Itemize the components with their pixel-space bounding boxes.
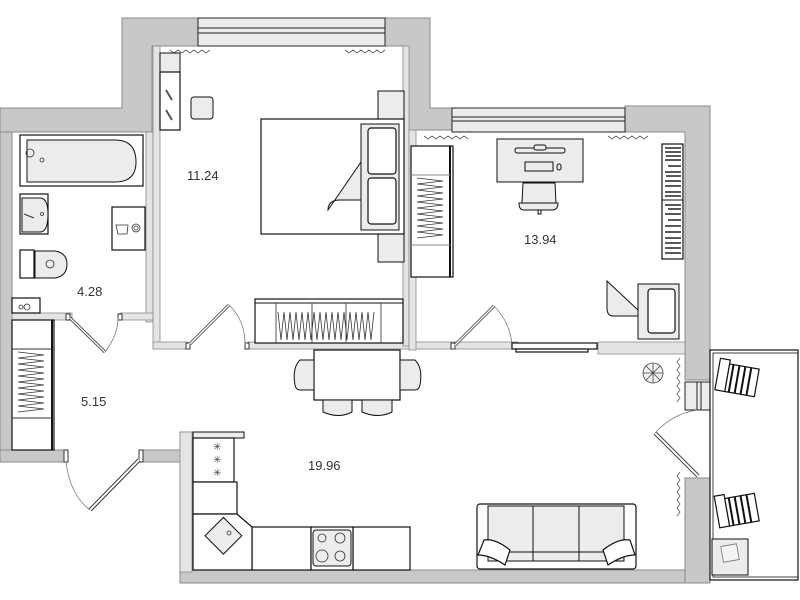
tv-stand-icon	[511, 342, 598, 353]
outer-walls	[0, 17, 711, 584]
side-table-icon	[190, 96, 214, 120]
fridge-icon: ✳ ✳ ✳	[192, 431, 245, 483]
balcony	[709, 349, 799, 581]
room-area-bathroom: 4.28	[77, 284, 103, 299]
washing-machine-icon	[111, 206, 146, 251]
plant-icon	[642, 362, 664, 384]
stove-icon	[310, 526, 354, 571]
curtains	[169, 49, 681, 517]
double-bed-icon	[260, 118, 405, 235]
sofa-icon	[476, 503, 637, 570]
office-chair-icon	[518, 182, 559, 215]
svg-text:✳: ✳	[213, 442, 221, 453]
desk-icon	[496, 138, 584, 183]
room-area-bedroom: 11.24	[187, 168, 219, 183]
study-wardrobe-icon	[410, 145, 454, 278]
water-heater-icon	[11, 297, 41, 314]
bookshelf-icon	[661, 143, 684, 260]
balcony-chairs-icon	[713, 357, 760, 529]
dining-chairs-icon	[293, 359, 422, 416]
single-bed-icon	[606, 279, 680, 340]
room-area-kitchen-living: 19.96	[308, 458, 341, 473]
room-area-hallway: 5.15	[81, 394, 107, 409]
balcony-side-table-icon	[711, 538, 749, 576]
svg-text:✳: ✳	[213, 455, 221, 466]
nightstand-icon	[377, 90, 405, 263]
hallway-wardrobe-icon	[11, 319, 55, 451]
wardrobe-icon	[159, 52, 181, 131]
room-area-study: 13.94	[524, 232, 557, 247]
dresser-icon	[254, 298, 404, 344]
windows	[197, 17, 711, 411]
bathtub-icon	[19, 134, 144, 187]
svg-text:✳: ✳	[213, 468, 221, 479]
kitchen-counter-icon	[192, 481, 411, 571]
toilet-icon	[19, 249, 68, 279]
washbasin-icon	[19, 193, 49, 235]
dining-table-icon	[313, 349, 401, 401]
kitchen-sink-icon	[192, 513, 253, 571]
